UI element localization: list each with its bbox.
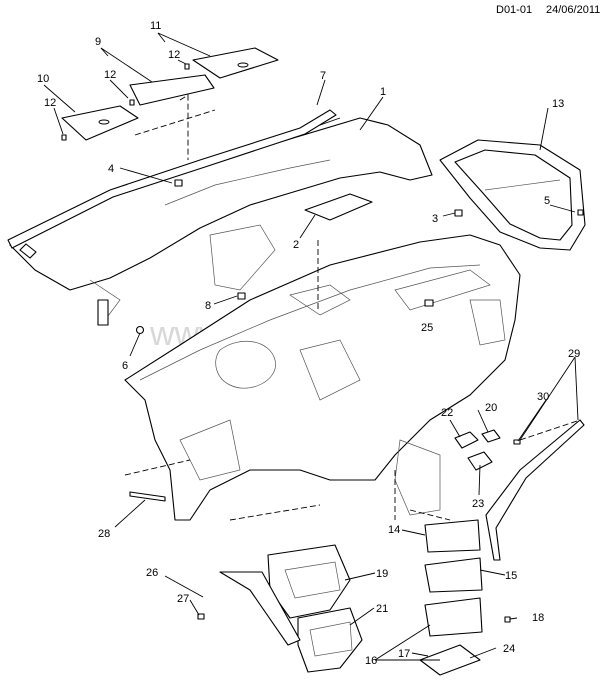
vent-20: [481, 429, 501, 443]
vent-22: [454, 431, 479, 449]
clip-3: [454, 209, 463, 217]
callout-29: 29: [568, 348, 580, 360]
callout-13: 13: [552, 98, 564, 110]
callout-18: 18: [532, 612, 544, 624]
callout-12a: 12: [168, 49, 180, 61]
trim-24: [419, 644, 481, 676]
callout-19: 19: [376, 568, 388, 580]
bezel-16: [424, 597, 483, 637]
top-cover-11: [192, 47, 279, 79]
callout-14: 14: [388, 524, 400, 536]
cluster-hood-13: [439, 139, 586, 251]
diagram-date: 24/06/2011: [546, 4, 600, 16]
callout-25: 25: [421, 322, 433, 334]
clip-12: [61, 63, 190, 141]
callout-24: 24: [503, 643, 515, 655]
callout-12c: 12: [44, 97, 56, 109]
callout-17: 17: [398, 648, 410, 660]
clip-30: [513, 439, 521, 445]
side-trim-26: [219, 571, 301, 646]
a-pillar-trim-29: [485, 419, 585, 561]
top-cover-9: [129, 74, 215, 106]
callout-8: 8: [205, 300, 211, 312]
callout-5: 5: [544, 195, 550, 207]
screw-6: [135, 325, 145, 335]
callout-20: 20: [485, 402, 497, 414]
callout-4: 4: [108, 163, 114, 175]
console-panel-21: [297, 607, 363, 673]
callout-23: 23: [472, 498, 484, 510]
callout-6: 6: [122, 360, 128, 372]
bezel-15: [424, 557, 483, 593]
clip-5: [577, 209, 584, 216]
callout-22: 22: [441, 407, 453, 419]
clip-4: [174, 179, 183, 187]
assembly-lines: [124, 94, 581, 521]
clip-18: [504, 616, 511, 623]
clip-8: [237, 292, 246, 300]
callout-2: 2: [293, 239, 299, 251]
bezel-14: [424, 519, 481, 553]
callout-16: 16: [365, 655, 377, 667]
callout-15: 15: [505, 570, 517, 582]
vent-23: [467, 451, 493, 471]
instrument-panel-25: [124, 234, 521, 521]
diagram-code: D01-01: [496, 4, 533, 16]
callout-30: 30: [537, 391, 549, 403]
callout-3: 3: [432, 213, 438, 225]
callout-26: 26: [146, 567, 158, 579]
callout-9: 9: [95, 36, 101, 48]
callout-21: 21: [376, 603, 388, 615]
top-cover-10: [61, 105, 139, 141]
strip-28: [129, 491, 166, 502]
callout-12b: 12: [104, 69, 116, 81]
leader-lines: [43, 32, 579, 661]
clip-27: [197, 613, 205, 620]
callout-7: 7: [320, 70, 326, 82]
lower-pad-2: [304, 193, 373, 221]
callout-10: 10: [37, 73, 49, 85]
callout-11: 11: [150, 20, 161, 32]
windshield-trim-7: [7, 109, 337, 249]
callout-27: 27: [177, 593, 189, 605]
callout-1: 1: [380, 86, 386, 98]
callout-28: 28: [98, 528, 110, 540]
callout-labels: 1 2 3 4 5 6 7 8 9 10 11 12 12 12 13 14 1…: [37, 20, 580, 667]
